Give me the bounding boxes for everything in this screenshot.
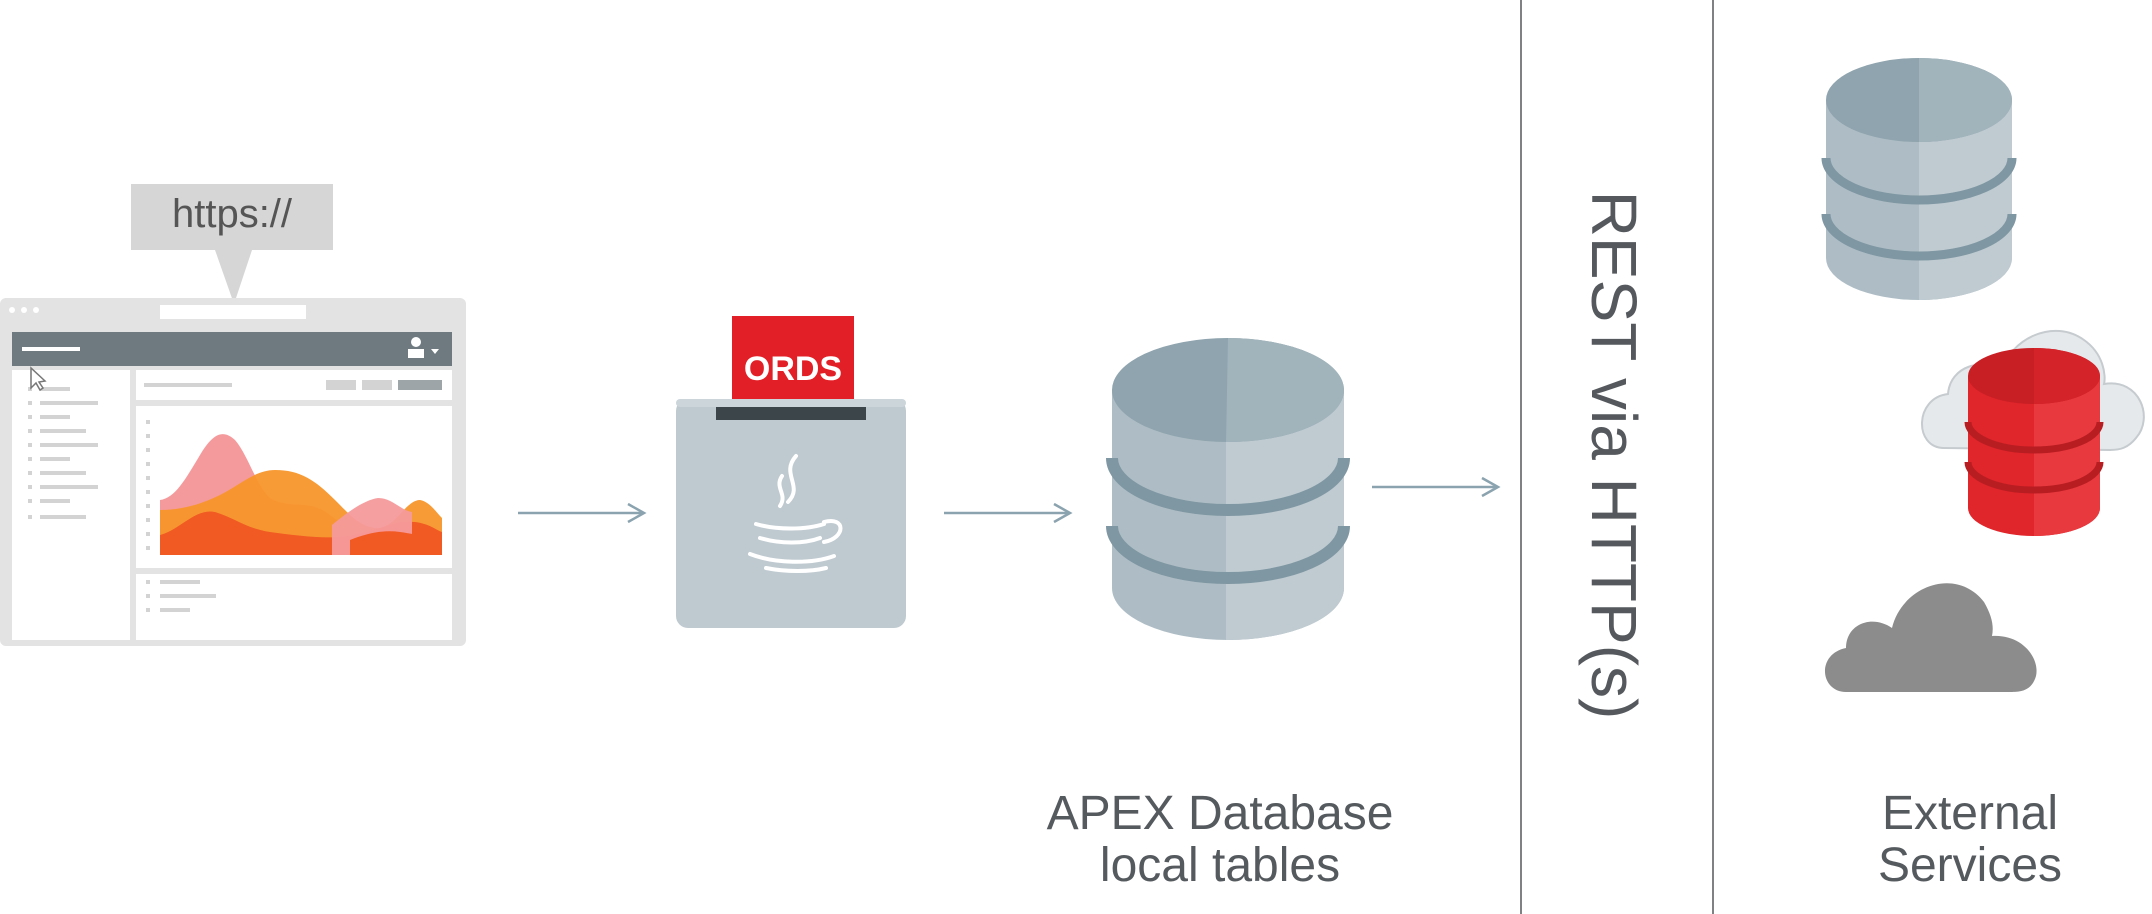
external-caption-line1: External [1881, 787, 2059, 840]
java-coffee-cup-icon [748, 454, 843, 573]
url-bubble [131, 184, 333, 304]
arrow-browser-to-ords [518, 500, 648, 530]
apex-database-icon [1106, 336, 1350, 642]
apex-caption-line2: local tables [1099, 839, 1341, 892]
cloud-database-icon [1914, 308, 2152, 538]
external-caption-line2: Services [1877, 839, 2063, 892]
rest-divider-right [1712, 0, 1714, 914]
browser-app-illustration: https:// [0, 180, 470, 650]
app-sidebar [12, 370, 130, 640]
url-bubble-text: https:// [171, 192, 293, 236]
external-services-caption: External Services [1770, 788, 2152, 892]
app-header-bar [12, 332, 452, 366]
ords-server-illustration: ORDS [676, 316, 906, 628]
apex-database-caption: APEX Database local tables [1000, 788, 1440, 892]
external-database-icon [1821, 54, 2017, 302]
rest-via-http-label: REST via HTTP(s) [1578, 190, 1650, 720]
cloud-icon [1816, 562, 2042, 694]
rest-divider-left [1520, 0, 1522, 914]
area-chart-illustration [160, 434, 442, 555]
mouse-cursor-icon [30, 366, 47, 392]
arrow-ords-to-database [944, 500, 1074, 530]
ords-label: ORDS [743, 350, 843, 388]
apex-caption-line1: APEX Database [1046, 787, 1394, 840]
arrow-database-to-rest [1372, 474, 1502, 504]
